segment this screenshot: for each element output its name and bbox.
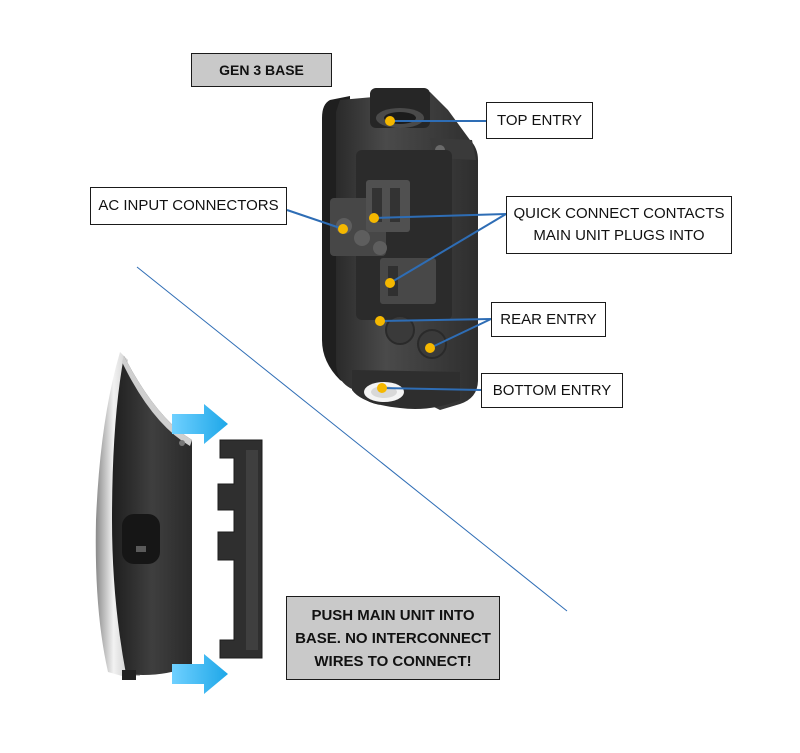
gen3-base-illustration — [322, 88, 478, 410]
marker-ac-input — [338, 224, 348, 234]
gen3-base-title: GEN 3 BASE — [191, 53, 332, 87]
ac-input-connectors-label: AC INPUT CONNECTORS — [90, 187, 287, 225]
divider-line — [136, 266, 568, 612]
rear-entry-label: REAR ENTRY — [491, 302, 606, 337]
marker-dots — [338, 116, 435, 393]
base-bracket-illustration — [217, 439, 263, 659]
main-unit-illustration — [95, 352, 192, 680]
push-note-line-1: PUSH MAIN UNIT INTO — [311, 606, 475, 624]
leader-lines — [286, 120, 507, 391]
push-main-unit-note: PUSH MAIN UNIT INTO BASE. NO INTERCONNEC… — [286, 596, 500, 680]
quick-connect-line-1: QUICK CONNECT CONTACTS — [513, 205, 725, 222]
leader-quick-connect-1 — [373, 213, 507, 219]
rear-entry-text: REAR ENTRY — [500, 310, 597, 328]
leader-bottom-entry — [381, 387, 482, 391]
marker-rear-entry-1 — [375, 316, 385, 326]
leader-ac-input — [286, 209, 344, 230]
top-entry-label: TOP ENTRY — [486, 102, 593, 139]
bottom-entry-text: BOTTOM ENTRY — [492, 381, 612, 399]
marker-quick-connect-2 — [385, 278, 395, 288]
gen3-base-title-text: GEN 3 BASE — [219, 62, 304, 78]
marker-quick-connect-1 — [369, 213, 379, 223]
leader-rear-entry-1 — [379, 318, 492, 322]
push-note-line-3: WIRES TO CONNECT! — [314, 652, 472, 670]
right-arrow-icon — [172, 404, 228, 444]
push-note-line-2: BASE. NO INTERCONNECT — [295, 629, 491, 647]
top-entry-text: TOP ENTRY — [496, 111, 583, 129]
bottom-entry-label: BOTTOM ENTRY — [481, 373, 623, 408]
marker-bottom-entry — [377, 383, 387, 393]
quick-connect-contacts-label: QUICK CONNECT CONTACTS MAIN UNIT PLUGS I… — [506, 196, 732, 254]
right-arrow-icon — [172, 654, 228, 694]
ac-input-connectors-text: AC INPUT CONNECTORS — [98, 197, 279, 214]
leader-rear-entry-2 — [429, 318, 492, 349]
marker-rear-entry-2 — [425, 343, 435, 353]
marker-top-entry — [385, 116, 395, 126]
quick-connect-line-2: MAIN UNIT PLUGS INTO — [533, 227, 705, 244]
leader-quick-connect-2 — [389, 213, 507, 284]
